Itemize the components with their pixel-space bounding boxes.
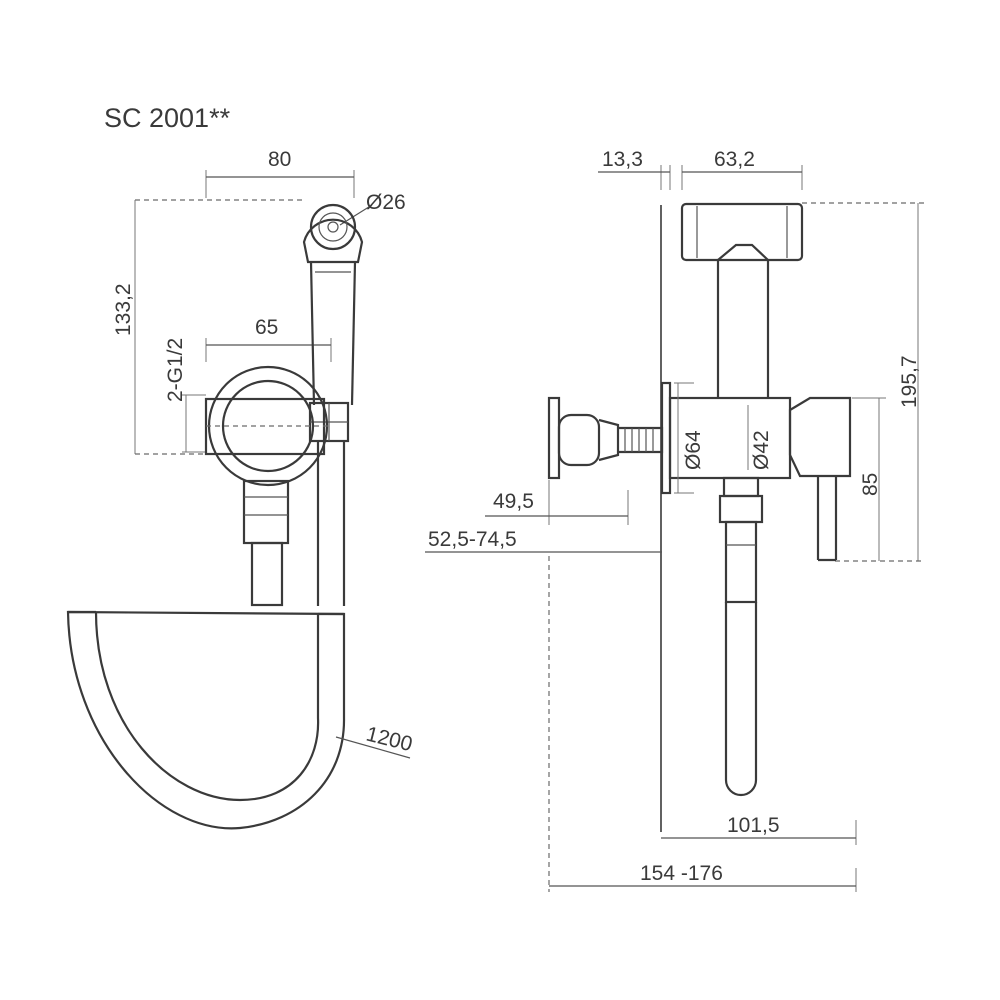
label-dia-64: Ø64 — [682, 430, 705, 470]
svg-text:85: 85 — [859, 473, 882, 496]
svg-text:101,5: 101,5 — [727, 814, 780, 837]
dim-height-85: 85 — [852, 397, 886, 561]
dim-width-80: 80 — [205, 148, 355, 198]
svg-text:195,7: 195,7 — [898, 355, 921, 408]
outlet-connector — [242, 479, 290, 607]
hose-upper — [316, 441, 346, 606]
model-title: SC 2001** — [104, 103, 231, 133]
front-view: 80 Ø26 133,2 65 2-G1/2 — [66, 148, 415, 830]
shower-head-side — [680, 202, 804, 262]
svg-text:154 -176: 154 -176 — [640, 862, 723, 885]
dim-hose-1200: 1200 — [335, 723, 415, 759]
svg-text:65: 65 — [255, 316, 278, 339]
dim-49-5: 49,5 — [485, 480, 629, 525]
hose-loop — [66, 610, 346, 830]
lever-handle — [788, 396, 852, 562]
svg-text:1200: 1200 — [364, 723, 415, 757]
label-dia-42: Ø42 — [750, 430, 773, 470]
svg-text:Ø26: Ø26 — [366, 191, 406, 214]
hose-side — [724, 602, 758, 797]
svg-text:2-G1/2: 2-G1/2 — [164, 338, 187, 402]
side-view: 13,3 63,2 195,7 — [425, 148, 925, 892]
svg-text:13,3: 13,3 — [602, 148, 643, 171]
svg-text:63,2: 63,2 — [714, 148, 755, 171]
dim-101-5: 101,5 — [661, 814, 857, 845]
dim-63-2: 63,2 — [681, 148, 803, 190]
dim-width-65: 65 — [205, 316, 332, 362]
dim-154-176: 154 -176 — [548, 556, 857, 892]
shower-handle — [309, 261, 357, 406]
svg-text:133,2: 133,2 — [112, 283, 135, 336]
svg-text:52,5-74,5: 52,5-74,5 — [428, 528, 517, 551]
dim-height-133-2: 133,2 — [112, 199, 302, 455]
svg-text:49,5: 49,5 — [493, 490, 534, 513]
dim-13-3: 13,3 — [598, 148, 671, 190]
valve-body — [204, 365, 330, 487]
dim-diameter-26: Ø26 — [339, 191, 406, 226]
dim-52-5-74-5: 52,5-74,5 — [425, 528, 662, 553]
dim-height-195-7: 195,7 — [802, 202, 925, 562]
wall-inlet-connector — [547, 396, 664, 480]
svg-text:80: 80 — [268, 148, 291, 171]
dim-thread-2-g1-2: 2-G1/2 — [164, 338, 206, 453]
handle-stem-side — [716, 260, 770, 398]
holder-bracket — [308, 401, 350, 443]
outlet-connector-side — [718, 476, 764, 604]
spray-head — [302, 203, 364, 264]
